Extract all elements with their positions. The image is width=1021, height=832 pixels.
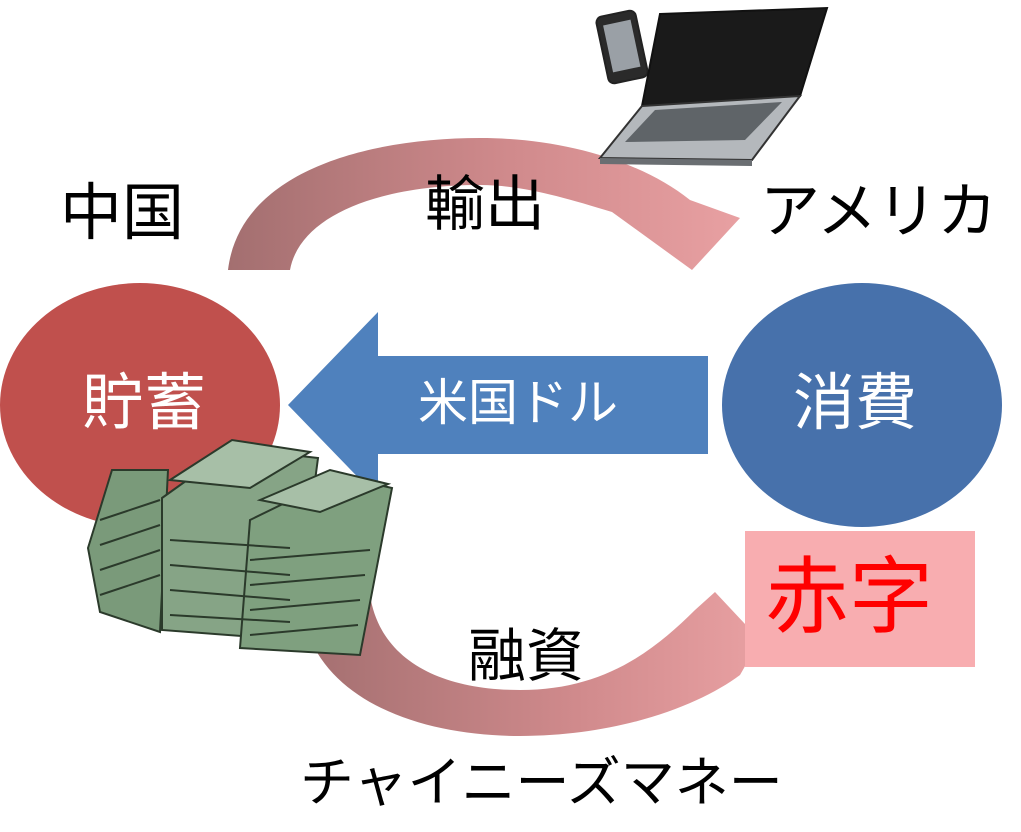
money-stacks-icon xyxy=(86,438,394,657)
finance-arc-arrow xyxy=(300,592,760,736)
label-finance: 融資 xyxy=(468,622,585,690)
laptop-icon xyxy=(597,6,829,166)
label-us-dollar: 米国ドル xyxy=(418,374,618,432)
label-america: アメリカ xyxy=(760,177,997,247)
label-export: 輸出 xyxy=(425,170,545,240)
label-savings: 貯蓄 xyxy=(82,366,207,439)
smartphone-icon xyxy=(595,9,649,85)
consumption-circle xyxy=(722,283,1002,527)
export-arc-arrow xyxy=(228,138,740,270)
label-china: 中国 xyxy=(60,176,185,249)
us-dollar-arrow xyxy=(288,312,708,498)
deficit-box xyxy=(745,531,975,667)
label-chinese-money: チャイニーズマネー xyxy=(300,751,783,814)
label-deficit: 赤字 xyxy=(765,548,934,646)
label-consumption: 消費 xyxy=(793,366,918,439)
